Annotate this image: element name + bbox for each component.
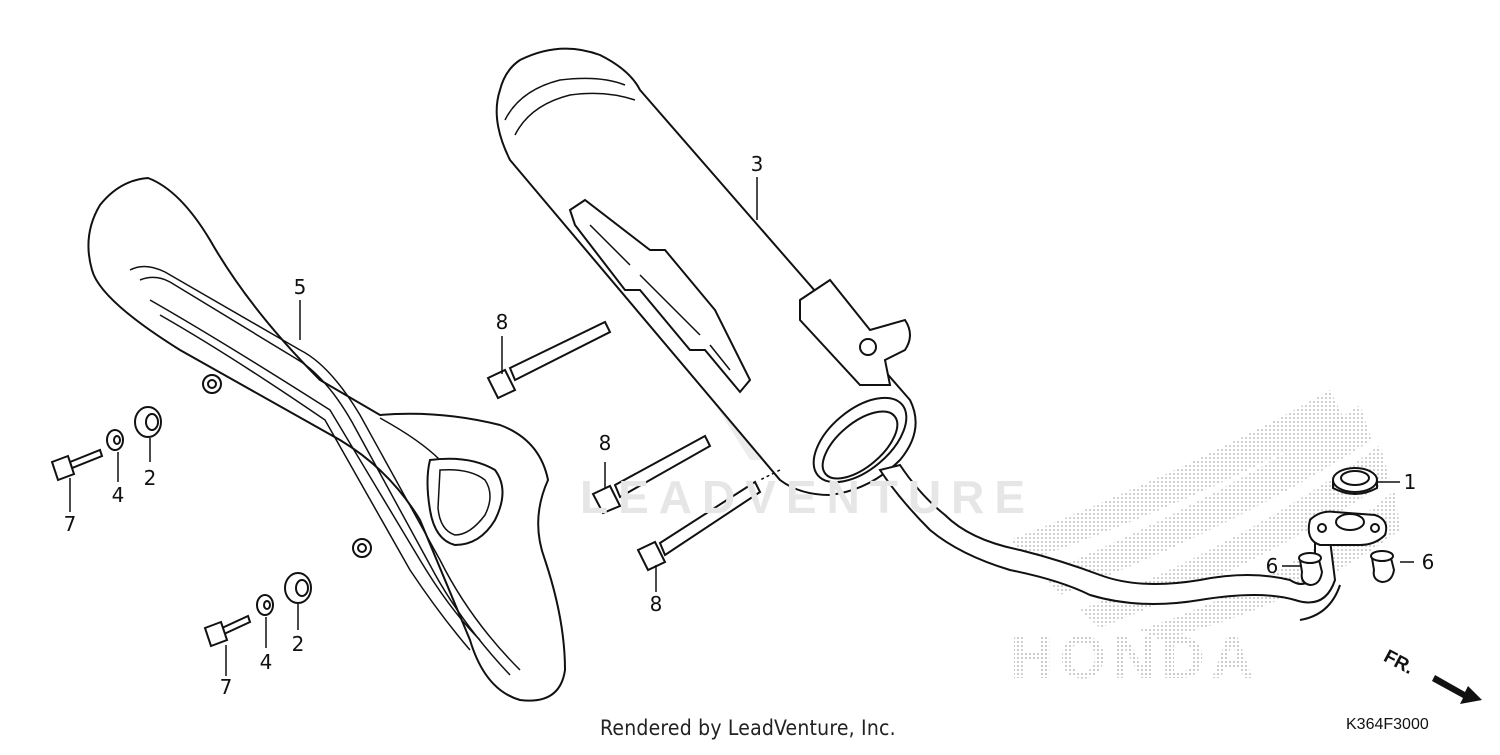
rubber-upper <box>134 406 162 438</box>
leadventure-watermark-text: LEADVENTURE <box>580 471 1036 523</box>
callout-bolt-upper: 7 <box>63 512 77 536</box>
callout-rubber-upper: 2 <box>143 466 157 490</box>
callout-bolt-lower: 7 <box>219 675 233 699</box>
flange-nut-right <box>1370 550 1396 584</box>
footer-credit: Rendered by LeadVenture, Inc. <box>600 716 896 740</box>
callout-bolt-bottom: 8 <box>649 592 663 616</box>
callout-gasket: 1 <box>1403 470 1417 494</box>
flange-nut-left <box>1298 552 1324 587</box>
front-direction-arrow <box>1432 675 1482 704</box>
callout-nut-right: 6 <box>1421 550 1435 574</box>
leader-lines <box>69 177 1414 676</box>
honda-brand-watermark: HONDA <box>1010 624 1260 691</box>
muffler-bolt-top <box>486 320 612 400</box>
callout-washer-upper: 4 <box>111 483 125 507</box>
muffler-protector <box>87 176 567 702</box>
callout-washer-lower: 4 <box>259 650 273 674</box>
muffler-assembly <box>495 47 1341 621</box>
honda-wing-watermark <box>1010 390 1400 640</box>
muffler-bolt-bottom <box>636 480 762 572</box>
protector-bolt-lower <box>203 614 252 648</box>
exhaust-flange <box>1307 510 1388 546</box>
reference-code: K364F3000 <box>1346 716 1429 733</box>
rubber-lower <box>284 572 312 604</box>
protector-bolt-upper <box>50 448 104 482</box>
gasket <box>1332 467 1378 495</box>
callout-nut-left: 6 <box>1265 554 1279 578</box>
callout-muffler: 3 <box>750 152 764 176</box>
callout-protector: 5 <box>293 275 307 299</box>
callout-bolt-middle: 8 <box>598 431 612 455</box>
callout-rubber-lower: 2 <box>291 632 305 656</box>
washer-lower <box>256 594 274 616</box>
muffler-bolt-middle <box>591 434 712 515</box>
callout-bolt-top: 8 <box>495 310 509 334</box>
washer-upper <box>106 429 124 451</box>
